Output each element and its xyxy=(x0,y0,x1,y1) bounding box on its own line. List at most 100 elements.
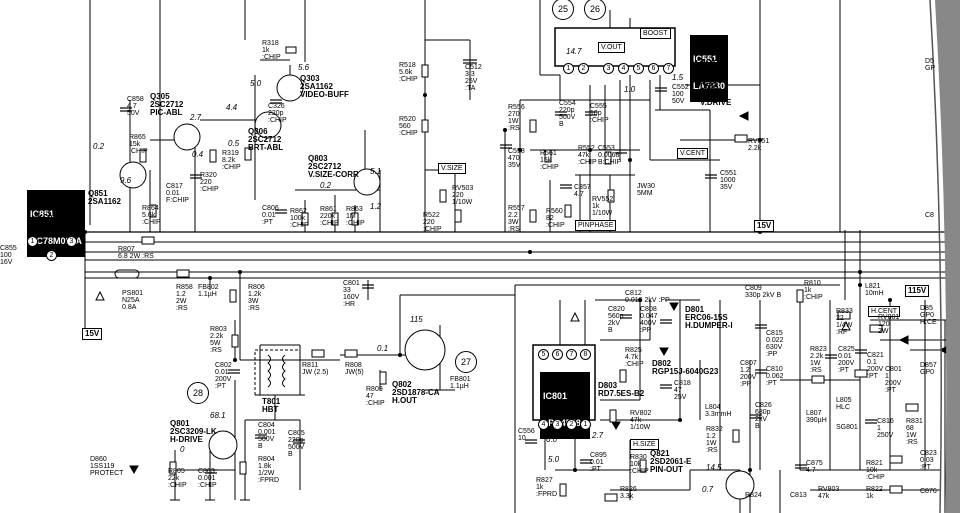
fb802-label: FB802 1.1µH xyxy=(198,284,219,298)
voltage: 5.0 xyxy=(578,409,590,418)
ic801-pin-5: 5 xyxy=(538,349,549,360)
c807-label: C807 1.2 200V :PP xyxy=(740,360,757,388)
r830-label: R830 10k :CHIP xyxy=(630,454,649,475)
ps801-label: PS801 N25A 0.8A xyxy=(122,290,144,311)
net-tag-boost: BOOST xyxy=(640,28,671,39)
r319-label: R319 8.2k :CHIP xyxy=(222,150,241,171)
ic801-func: PIN-AMP xyxy=(547,398,581,407)
l807-label: L807 390µH xyxy=(806,410,827,424)
r823-label: R823 2.2k 1W :RS xyxy=(810,346,827,374)
c357-label: C357 4.7 xyxy=(574,184,591,198)
c816-label: C816 1 250V xyxy=(877,418,894,439)
rv803-label: RV803 47k xyxy=(818,486,840,500)
r557-label: R557 2.2 3W :RS xyxy=(508,205,525,233)
ic801-pin-1: 1 xyxy=(580,419,591,430)
r808-label: R808 JW(5) xyxy=(345,362,364,376)
r826-label: R826 3.3k xyxy=(620,486,637,500)
c817-label: C817 0.01 F:CHIP xyxy=(166,183,189,204)
c808-label: C808 0.047 400V :PP xyxy=(640,306,658,334)
q803-label: Q803 2SC2712 V.SIZE-CORR xyxy=(308,154,359,179)
q821-label: Q821 2SD2061-E PIN-OUT xyxy=(650,449,692,474)
ic801-pin-3: 3 xyxy=(552,419,563,430)
r318-label: R318 1k :CHIP xyxy=(262,40,281,61)
fb801-label: FB801 1.1µH xyxy=(450,376,471,390)
voltage: 5.1 xyxy=(370,167,382,176)
ic851-pin-2: 2 xyxy=(46,250,57,261)
c801b-label: C801 1 200V :PT xyxy=(885,366,902,394)
r552-label: R552 47k :CHIP xyxy=(578,145,597,166)
r561-label: R561 15k :CHIP xyxy=(540,150,559,171)
voltage: 0 xyxy=(180,445,185,454)
ic551-pin-7: 7 xyxy=(663,63,674,74)
net-tag-v-cent: V.CENT xyxy=(677,148,709,159)
net-tag-h-size: H.SIZE xyxy=(630,439,659,450)
q305-label: Q305 2SC2712 PIC-ABL xyxy=(150,92,184,117)
r803-label: R803 2.2k 5W :RS xyxy=(210,326,227,354)
c803-label: C803 0.001 :CHIP xyxy=(198,468,217,489)
callout-26: 26 xyxy=(584,0,606,20)
r831-label: R831 68 1W :RS xyxy=(906,418,923,446)
ic801-pin-2: 2 xyxy=(566,419,577,430)
c815-label: C815 0.022 630V :PP xyxy=(766,330,784,358)
r805-label: R805 22k :CHIP xyxy=(168,468,187,489)
c802-label: C802 0.01 200V :PT xyxy=(215,362,232,390)
d551-label: D551 GP08D V.DRIVE xyxy=(700,82,732,107)
ic801-ref: IC801 xyxy=(543,391,568,401)
voltage: 115 xyxy=(410,315,423,324)
r518-label: R518 5.6k :CHIP xyxy=(399,62,418,83)
voltage: 2.7 xyxy=(592,431,604,440)
rv503-label: RV503 220 1/10W xyxy=(452,185,474,206)
r821-label: R821 10k :CHIP xyxy=(866,460,885,481)
c801-label: C801 33 160V :HR xyxy=(343,280,360,308)
r863-label: R863 1M :CHIP xyxy=(346,206,365,227)
r858-label: R858 1.2 2W :RS xyxy=(176,284,193,312)
rv802-label: RV802 47k 1/10W xyxy=(630,410,652,431)
net-tag-pin-phase: PINPHASE xyxy=(575,220,617,231)
q851-label: Q851 2SA1162 xyxy=(88,189,121,206)
q801-label: Q801 2SC3209-LK H-DRIVE xyxy=(170,419,217,444)
r862-label: R862 100k :CHIP xyxy=(290,208,309,229)
c554-label: C554 220p 500V B xyxy=(559,100,576,128)
callout-28: 28 xyxy=(187,382,209,404)
c558-label: C558 470 35V xyxy=(508,148,525,169)
voltage: 5.0 xyxy=(250,79,262,88)
voltage: 5.6 xyxy=(298,63,310,72)
callout-27: 27 xyxy=(455,351,477,373)
ic551-pin-1: 1 xyxy=(563,63,574,74)
rail-tag-115v: 115V xyxy=(905,285,930,297)
c84x-label: C8 xyxy=(925,212,934,219)
jw30-label: JW30 5MM xyxy=(637,183,655,197)
c876-label: C876 xyxy=(920,488,937,495)
c818-label: C818 47 25V xyxy=(674,380,691,401)
voltage: 0.7 xyxy=(702,485,714,494)
voltage: 1.5 xyxy=(672,73,684,82)
ic801-pin-7: 7 xyxy=(566,349,577,360)
voltage: 2.7 xyxy=(190,113,202,122)
c821-label: C821 0.1 200V :PT xyxy=(867,352,884,380)
voltage: 14.7 xyxy=(566,47,582,56)
r865-label: R865 15k :CHIP xyxy=(129,134,148,155)
ic551-pin-5: 5 xyxy=(633,63,644,74)
ic801-pin-4: 4 xyxy=(538,419,549,430)
l821-label: L821 10mH xyxy=(865,283,884,297)
ic801-pin-8: 8 xyxy=(580,349,591,360)
d801-label: D801 ERC06-15S H.DUMPER-I xyxy=(685,305,733,330)
voltage: 1.2 xyxy=(370,202,382,211)
r522-label: R522 220 :CHIP xyxy=(423,212,442,233)
q303-label: Q303 2SA1162 VIDEO-BUFF xyxy=(300,74,349,99)
voltage: 0.1 xyxy=(377,344,389,353)
d860-label: D860 1SS119 PROTECT xyxy=(90,456,124,477)
d857-label: D857 GP0 xyxy=(920,362,937,376)
ic851-label: IC851 RC78M09FA xyxy=(27,190,86,257)
voltage: 0.2 xyxy=(93,142,105,151)
rv552-label: RV552 1k 1/10W xyxy=(592,196,614,217)
ic801-part: µPC4558C xyxy=(543,419,587,428)
q802-label: Q802 2SD1878-CA H.OUT xyxy=(392,380,440,405)
r832-label: R832 1.2 1W :RS xyxy=(706,426,723,454)
ic551-part: LA7830 xyxy=(693,81,726,91)
rail-tag-15v-left: 15V xyxy=(82,328,103,340)
d5x-label: D5 GP xyxy=(925,58,936,72)
c895-label: C895 0.01 :PT xyxy=(590,452,607,473)
